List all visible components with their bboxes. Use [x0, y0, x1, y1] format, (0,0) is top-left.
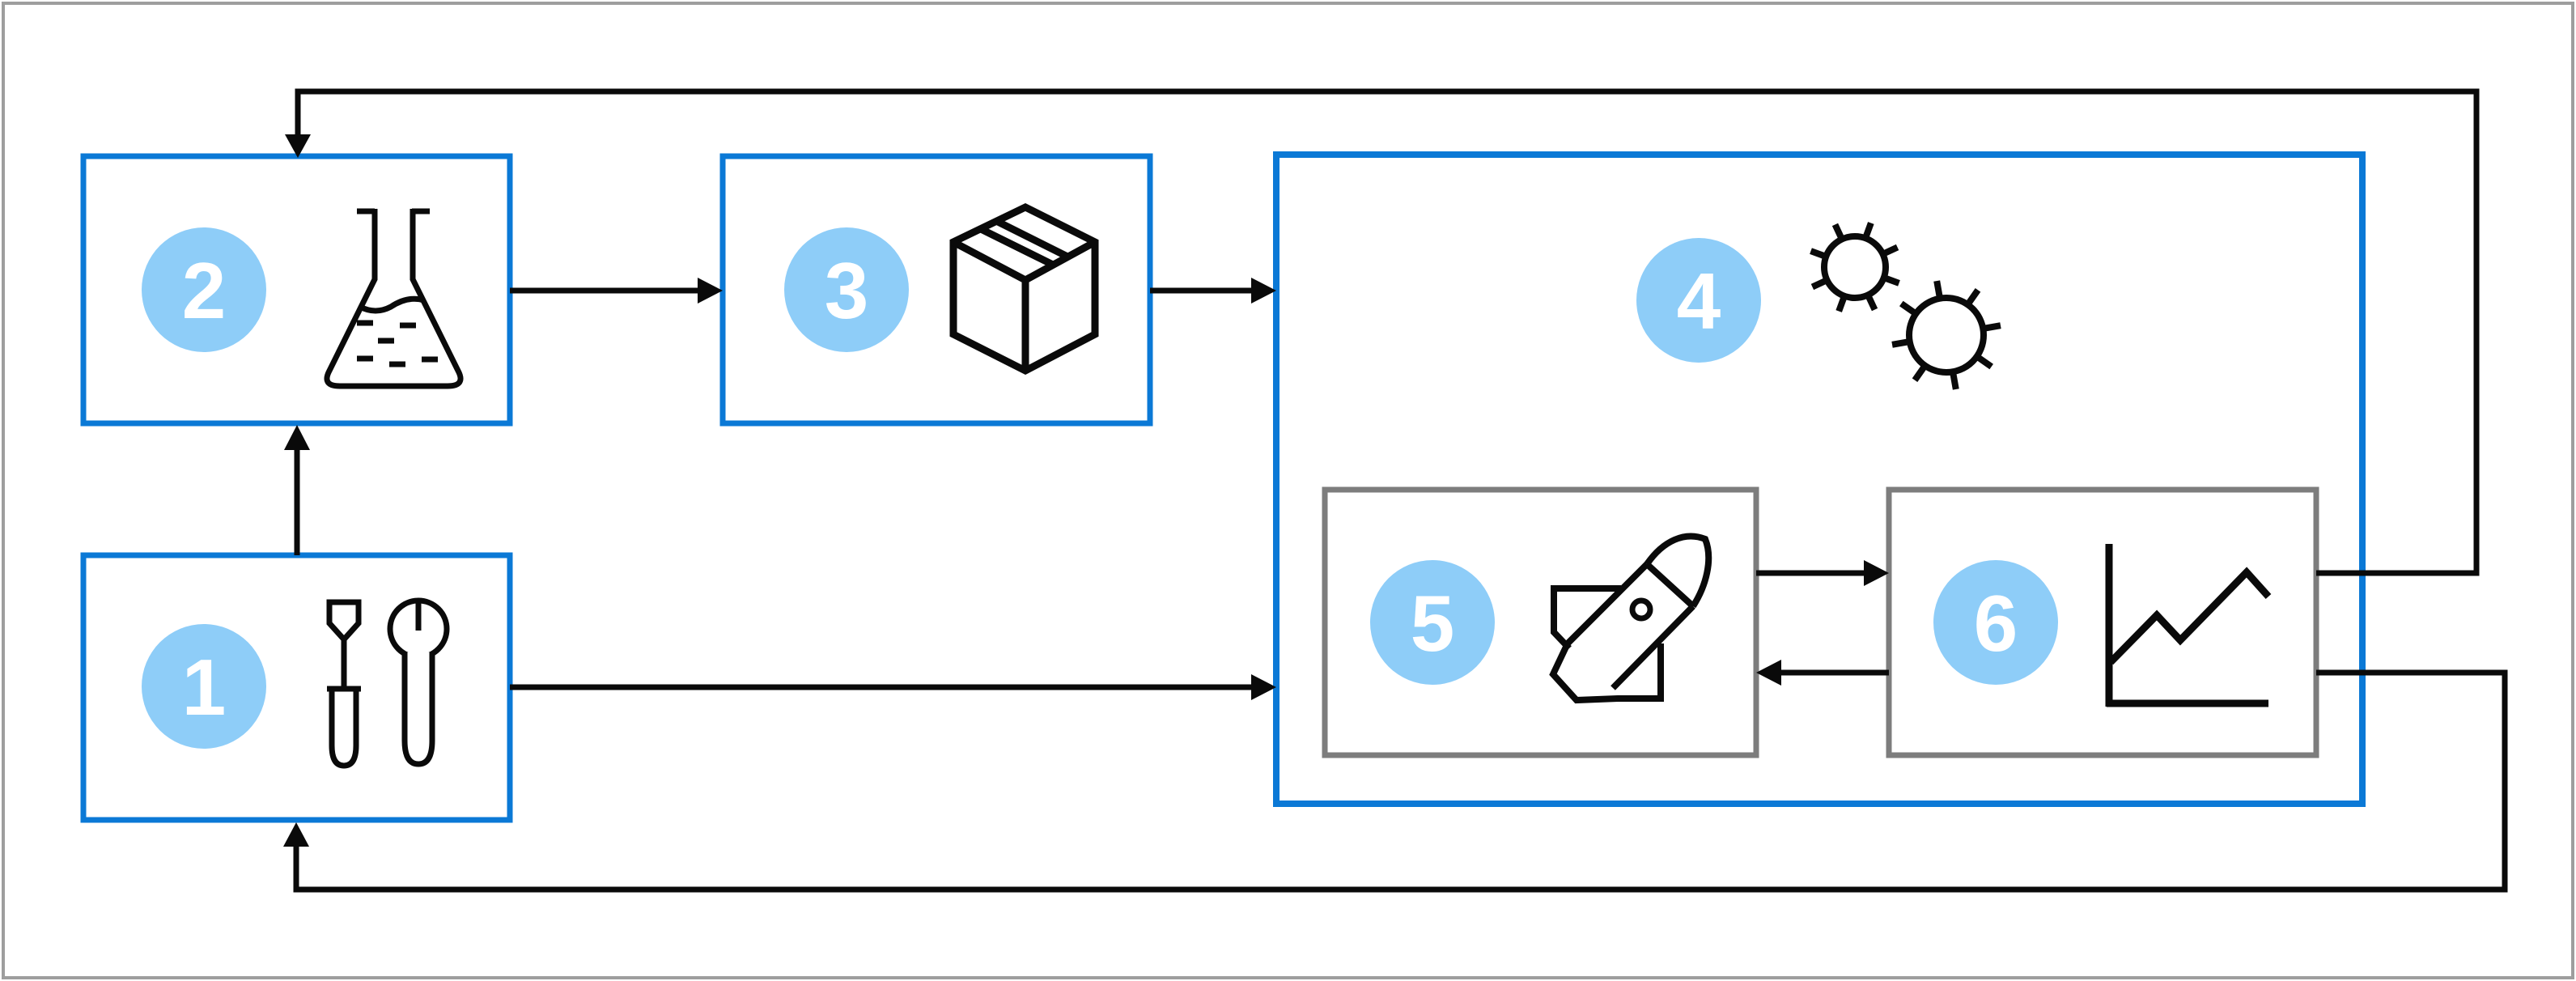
arrow-step3-to-step4	[1150, 278, 1276, 304]
germs-icon	[1810, 222, 2001, 390]
step-1-badge	[142, 624, 266, 749]
wrench-icon	[387, 597, 450, 767]
step-5-number: 5	[1411, 579, 1455, 668]
germ-large-icon	[1891, 280, 2001, 390]
arrow-step5-to-step6	[1756, 560, 1889, 586]
arrow-step6-to-step5	[1756, 660, 1889, 686]
step-1-number: 1	[182, 643, 227, 732]
step-6-box: 6	[1886, 486, 2319, 758]
package-box-icon	[949, 202, 1099, 376]
arrow-step1-to-step2	[284, 425, 310, 555]
step-1-box: 1	[80, 552, 513, 823]
screwdriver-wrench-icon	[326, 597, 450, 769]
screwdriver-icon	[326, 599, 362, 769]
step-4-badge	[1636, 238, 1761, 363]
feedback-loop-step6-to-step1	[283, 669, 2508, 893]
rocket-icon	[1549, 533, 1712, 704]
germ-small-icon	[1810, 222, 1900, 312]
step-5-badge	[1370, 560, 1495, 685]
arrow-step2-to-step3	[510, 278, 723, 304]
arrow-step1-to-step4	[510, 674, 1276, 700]
step-6-number: 6	[1974, 579, 2018, 668]
step-3-badge	[784, 227, 909, 352]
line-chart-icon	[2105, 544, 2272, 707]
step-2-badge	[142, 227, 266, 352]
step-2-number: 2	[182, 246, 227, 335]
step-5-box: 5	[1322, 486, 1759, 758]
feedback-loop-step6-to-step2	[285, 88, 2480, 576]
step-3-box: 3	[719, 153, 1153, 427]
step-4-number: 4	[1677, 257, 1721, 346]
step-6-badge	[1933, 560, 2058, 685]
flask-icon	[324, 208, 464, 389]
step-3-number: 3	[825, 246, 869, 335]
step-2-box: 2	[80, 153, 513, 427]
